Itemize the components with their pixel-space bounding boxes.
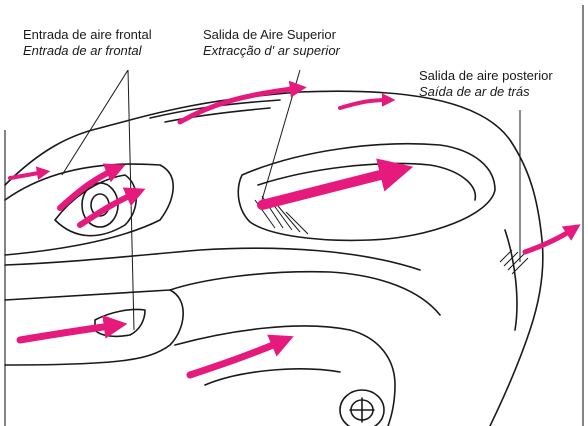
top-vent-grille <box>254 195 309 235</box>
rear-exhaust-label-pt: Saída de ar de trás <box>419 84 530 99</box>
arrow-chin-intake <box>186 334 294 379</box>
arrow-top-left <box>177 80 307 125</box>
rear-exhaust-label-es: Salida de aire posterior <box>419 68 553 83</box>
leader-front-1 <box>61 69 129 176</box>
rear-vent-grille <box>499 249 529 275</box>
arrow-front-intake-2 <box>77 187 146 228</box>
front-intake-label-pt: Entrada de ar frontal <box>23 43 142 58</box>
top-exhaust-label-pt: Extracção d' ar superior <box>203 43 340 58</box>
arrow-rear-vent <box>522 224 581 255</box>
arrow-front-left-outer <box>8 166 51 180</box>
rear-exhaust-label: Salida de aire posterior Saída de ar de … <box>419 68 553 100</box>
arrow-top-vent <box>257 158 414 210</box>
leader-front-2 <box>127 69 135 331</box>
arrow-front-intake-1 <box>57 163 126 211</box>
top-exhaust-label: Salida de Aire Superior Extracção d' ar … <box>203 27 340 59</box>
helmet-outline <box>4 90 544 426</box>
airflow-arrows <box>8 80 581 379</box>
arrow-lower-intake <box>16 315 128 344</box>
arrow-top-right <box>338 93 396 110</box>
top-exhaust-label-es: Salida de Aire Superior <box>203 27 336 42</box>
front-intake-label-es: Entrada de aire frontal <box>23 27 152 42</box>
front-intake-label: Entrada de aire frontal Entrada de ar fr… <box>23 27 152 59</box>
